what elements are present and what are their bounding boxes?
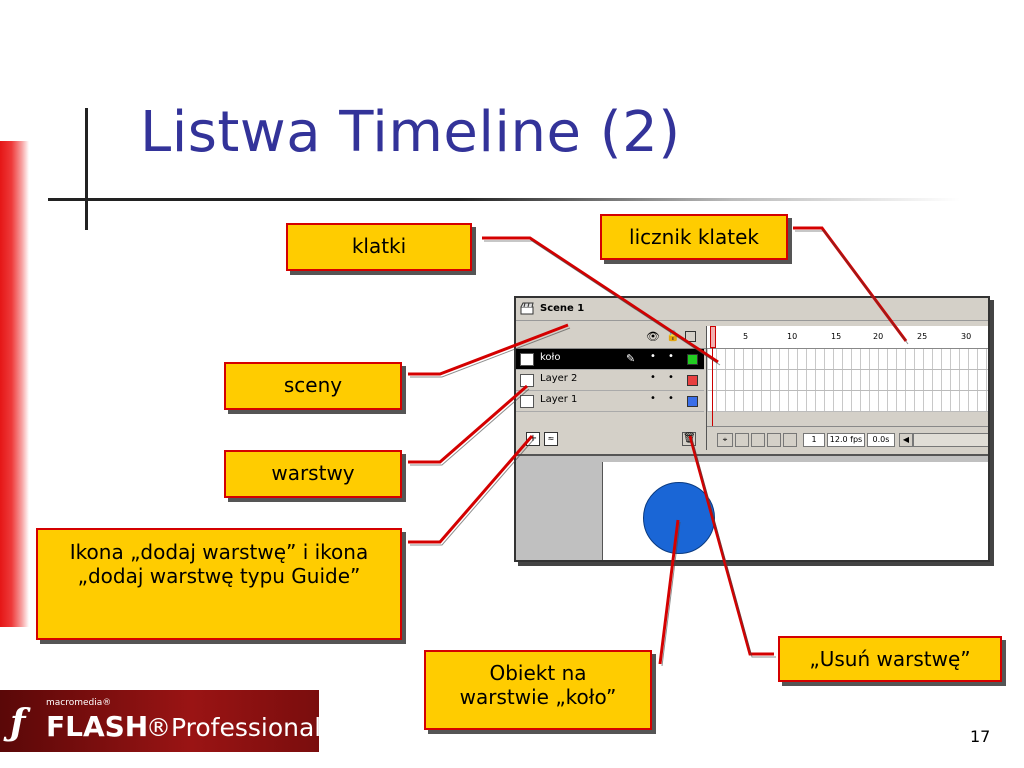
elapsed-time-field: 0.0s <box>867 433 895 447</box>
macromedia-flash-logo: ƒ macromedia® FLASH ®Professional <box>0 690 322 752</box>
layer-row-layer-2[interactable]: Layer 2 • • <box>516 370 704 391</box>
lock-dot[interactable]: • <box>668 393 674 404</box>
ruler-label: 20 <box>873 332 884 341</box>
callout-usun-warstwe: „Usuń warstwę” <box>778 636 1002 682</box>
add-layer-icon[interactable]: + <box>526 432 540 446</box>
scene-bar: Scene 1 <box>516 298 988 321</box>
add-guide-layer-icon[interactable]: ≈ <box>544 432 558 446</box>
layer-name: Layer 2 <box>540 373 578 384</box>
scene-label[interactable]: Scene 1 <box>540 303 585 314</box>
callout-ikona-line2: „dodaj warstwę typu Guide” <box>77 564 361 588</box>
stage[interactable] <box>602 462 988 560</box>
callout-ikona: Ikona „dodaj warstwę” i ikona „dodaj war… <box>36 528 402 640</box>
onion-outline-icon[interactable] <box>751 433 765 447</box>
pencil-icon: ✎ <box>626 352 636 365</box>
edit-multiple-frames-icon[interactable] <box>767 433 781 447</box>
ruler-label: 30 <box>961 332 972 341</box>
layer-name: koło <box>540 352 561 363</box>
scroll-left-icon[interactable]: ◀ <box>899 433 913 447</box>
eye-icon[interactable]: 👁 <box>646 330 660 343</box>
lock-dot[interactable]: • <box>668 372 674 383</box>
layer-color-swatch[interactable] <box>687 354 698 365</box>
page-number: 17 <box>970 727 991 746</box>
title-vertical-rule <box>85 108 88 230</box>
lock-icon[interactable]: 🔒 <box>666 329 680 342</box>
scene-clapper-icon <box>520 302 534 315</box>
logo-macromedia: macromedia® <box>46 698 112 708</box>
layer-row-kolo[interactable]: koło ✎ • • <box>516 349 704 370</box>
playhead[interactable] <box>710 326 716 348</box>
title-horizontal-rule <box>48 198 960 201</box>
center-frame-icon[interactable]: ⌖ <box>717 433 733 447</box>
circle-object[interactable] <box>643 482 715 554</box>
visibility-dot[interactable]: • <box>650 393 656 404</box>
callout-licznik-klatek: licznik klatek <box>600 214 788 260</box>
current-frame-field: 1 <box>803 433 825 447</box>
callout-sceny: sceny <box>224 362 402 410</box>
frame-rate-field: 12.0 fps <box>827 433 865 447</box>
horizontal-scrollbar[interactable] <box>913 433 988 447</box>
outline-icon[interactable] <box>685 331 696 342</box>
onion-skin-icon[interactable] <box>735 433 749 447</box>
trash-icon[interactable]: 🗑 <box>682 432 696 446</box>
layer-name: Layer 1 <box>540 394 578 405</box>
lock-dot[interactable]: • <box>668 351 674 362</box>
layer-row-layer-1[interactable]: Layer 1 • • <box>516 391 704 412</box>
callout-obiekt-line1: Obiekt na <box>489 661 587 685</box>
logo-professional: ®Professional <box>146 713 322 742</box>
visibility-dot[interactable]: • <box>650 351 656 362</box>
timeline-status-bar: ⌖ 1 12.0 fps 0.0s ◀ <box>707 426 988 451</box>
layer-color-swatch[interactable] <box>687 375 698 386</box>
callout-obiekt-line2: warstwie „koło” <box>459 685 617 709</box>
frame-row[interactable] <box>707 370 988 391</box>
frame-ruler[interactable]: 1 5 10 15 20 25 30 <box>707 326 988 349</box>
ruler-label: 10 <box>787 332 798 341</box>
modify-markers-icon[interactable] <box>783 433 797 447</box>
callout-warstwy: warstwy <box>224 450 402 498</box>
frame-row[interactable] <box>707 391 988 412</box>
frame-row[interactable] <box>707 349 988 370</box>
layer-icon <box>520 395 534 408</box>
layer-color-swatch[interactable] <box>687 396 698 407</box>
decorative-red-bar <box>0 141 29 627</box>
logo-flash: FLASH <box>46 710 149 743</box>
layer-icon <box>520 353 534 366</box>
callout-ikona-line1: Ikona „dodaj warstwę” i ikona <box>69 540 369 564</box>
ruler-label: 15 <box>831 332 842 341</box>
visibility-dot[interactable]: • <box>650 372 656 383</box>
layer-icon <box>520 374 534 387</box>
ruler-label: 5 <box>743 332 749 341</box>
ruler-label: 25 <box>917 332 928 341</box>
callout-klatki: klatki <box>286 223 472 271</box>
callout-obiekt: Obiekt na warstwie „koło” <box>424 650 652 730</box>
playhead-line <box>712 348 713 428</box>
stage-area <box>516 454 988 560</box>
flash-f-icon: ƒ <box>10 702 26 744</box>
slide-title: Listwa Timeline (2) <box>140 100 681 165</box>
frames-panel: 1 5 10 15 20 25 30 ⌖ 1 12.0 fps 0.0s ◀ <box>706 326 988 451</box>
flash-timeline-window: Scene 1 👁 🔒 koło ✎ • • Layer 2 • • Layer… <box>514 296 990 562</box>
layer-header: 👁 🔒 <box>516 326 706 349</box>
layer-panel: 👁 🔒 koło ✎ • • Layer 2 • • Layer 1 • • <box>516 326 706 450</box>
layer-buttons-bar: + ≈ 🗑 <box>516 426 706 450</box>
